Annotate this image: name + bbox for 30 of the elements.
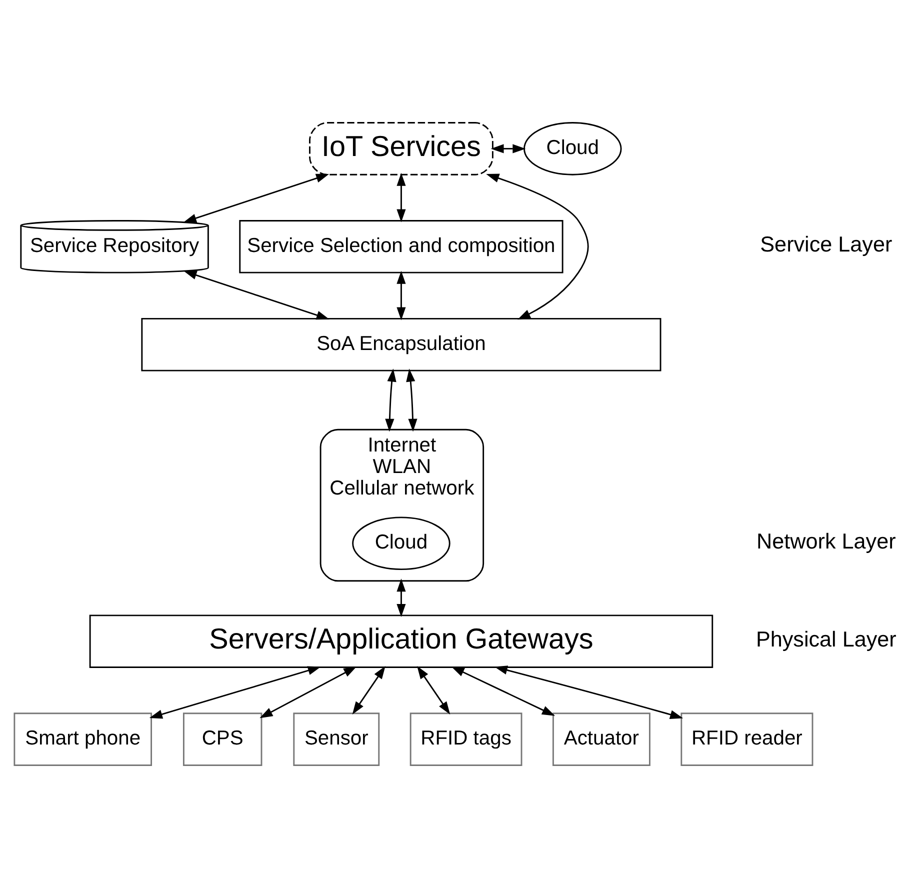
node-box: Sensor [293,712,380,766]
arrow [260,666,357,718]
arrow [396,172,406,222]
arrow [451,666,556,716]
node-box: RFID tags [410,712,522,766]
arrow [183,173,330,222]
arrow [494,665,684,718]
arrow [486,173,589,320]
arrow [406,368,418,432]
arrow [396,270,406,320]
arrow [149,666,321,718]
node-box: CPS [182,712,262,766]
node-box: IoT Services [309,122,494,175]
arrow [396,578,406,616]
node-ellipse: Cloud [524,122,622,175]
node-ellipse: Cloud [352,516,450,570]
node-box: Servers/Application Gateways [89,614,714,668]
arrow [417,665,450,714]
node-box: Smart phone [14,712,152,766]
node-box: Actuator [552,712,650,766]
node-box: Service Selection and composition [239,220,564,273]
label: Service Layer [760,231,892,256]
label: Physical Layer [756,626,896,651]
node-box: RFID reader [680,712,814,766]
node-box: SoA Encapsulation [141,317,662,371]
arrow [385,368,396,432]
arrow [490,144,526,153]
arrow [184,270,330,320]
arrow [352,665,386,714]
label: Network Layer [756,528,896,553]
